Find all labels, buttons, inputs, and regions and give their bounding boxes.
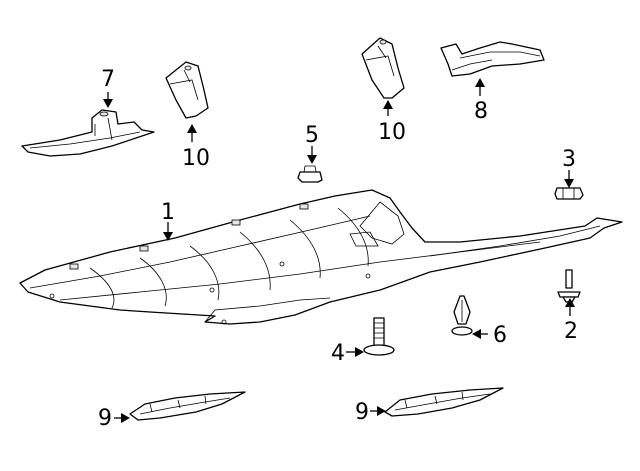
callout-10-left: 10 [182,146,210,171]
retainer-nut-part [297,165,323,183]
bracket-part-right [361,37,405,99]
callout-4: 4 [331,341,345,366]
bracket-shield-part [21,109,155,157]
callout-1: 1 [161,200,175,225]
push-pin-part [557,269,581,303]
clip-part [554,187,584,200]
callout-9-left: 9 [98,406,112,431]
callout-3: 3 [562,147,576,172]
callout-7: 7 [101,67,115,92]
callout-10-right: 10 [378,120,406,145]
callout-9-right: 9 [355,400,369,425]
deflector-part-right [384,387,504,417]
callout-5: 5 [305,123,319,148]
bolt-part [363,317,395,356]
callout-8: 8 [474,99,488,124]
upper-shield-part [440,41,545,77]
callout-leaders [103,78,575,423]
bracket-part-left [165,61,209,119]
push-rivet-part [451,295,473,336]
callout-6: 6 [493,323,507,348]
splash-shield-part [19,189,623,325]
callout-2: 2 [564,319,578,344]
deflector-part-left [129,391,246,421]
